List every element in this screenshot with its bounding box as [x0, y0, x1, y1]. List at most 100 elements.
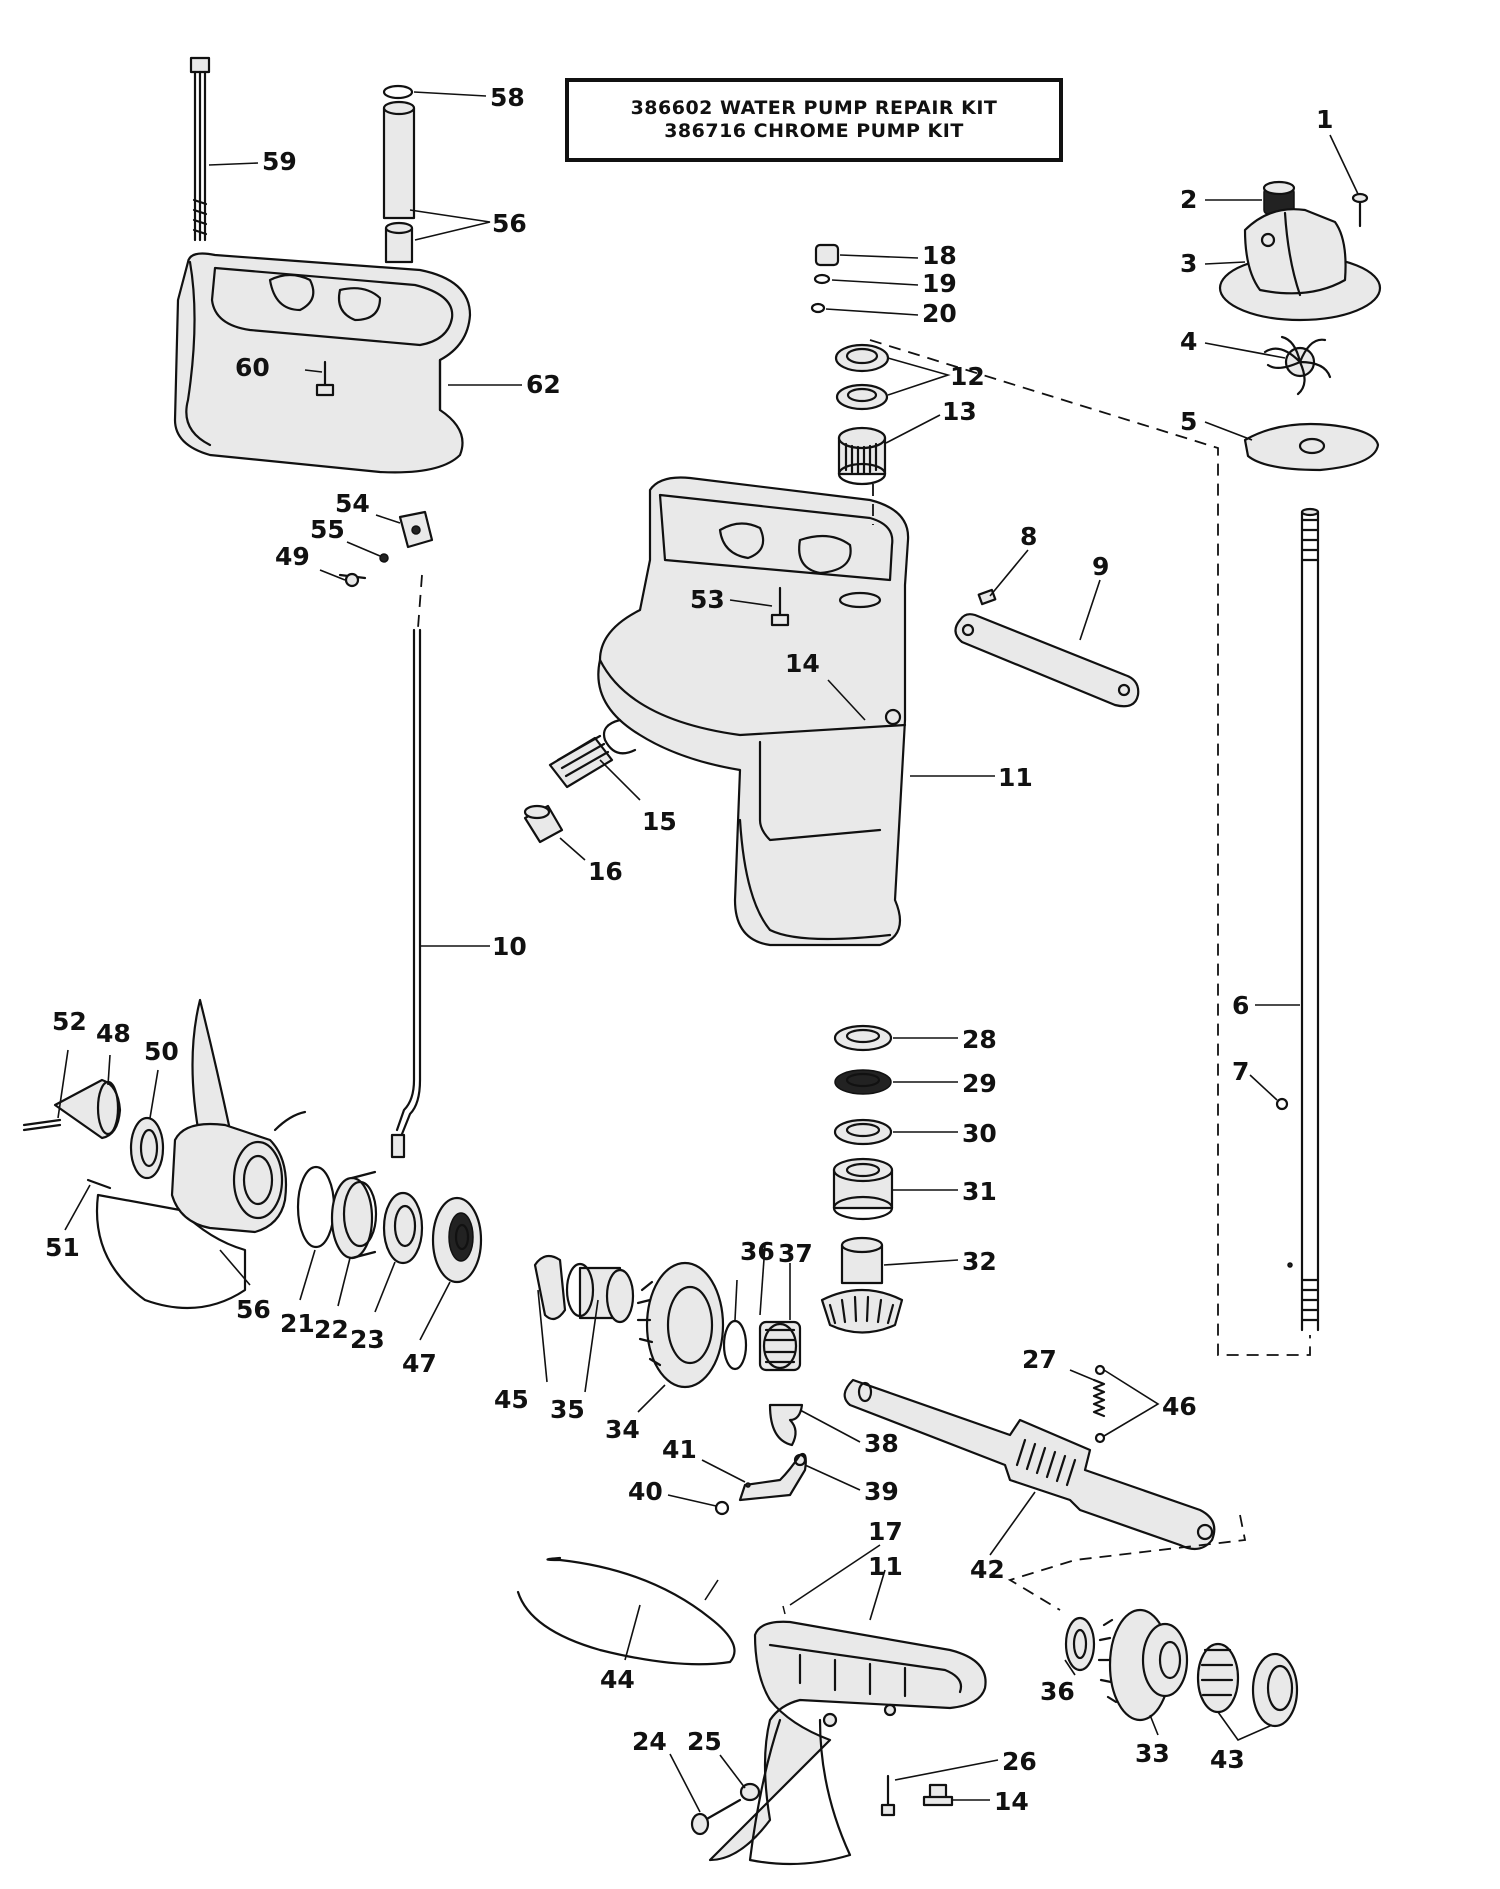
part-15-pin	[548, 734, 614, 789]
callout-47: 47	[402, 1349, 437, 1378]
part-1-screw	[1351, 192, 1369, 228]
part-9-link-bracket	[954, 613, 1140, 708]
callout-13: 13	[942, 397, 977, 426]
part-11-gearcase-housing	[597, 476, 910, 947]
leader-lines	[57, 91, 1359, 1813]
part-10-shift-rod-end	[390, 1133, 406, 1159]
part-40-pin	[714, 1500, 730, 1516]
callout-29: 29	[962, 1069, 997, 1098]
callout-7: 7	[1232, 1057, 1249, 1086]
part-7-pin	[1275, 1097, 1289, 1111]
part-14-plug-lower	[922, 1783, 954, 1807]
part-28-seal	[833, 1024, 893, 1052]
callout-55: 55	[310, 515, 345, 544]
part-53-screw	[770, 586, 790, 627]
callout-21: 21	[280, 1309, 315, 1338]
part-2-grommet	[1262, 180, 1296, 215]
part-58-water-tube	[382, 100, 416, 264]
part-10-shift-rod	[395, 628, 416, 1132]
callout-37: 37	[778, 1239, 813, 1268]
callout-9: 9	[1092, 552, 1109, 581]
callout-61: 59	[262, 147, 297, 176]
callout-28: 28	[962, 1025, 997, 1054]
callout-34: 34	[605, 1415, 640, 1444]
part-21-o-ring	[296, 1165, 336, 1249]
part-56-propeller	[95, 998, 307, 1310]
callout-15: 15	[642, 807, 677, 836]
callout-43: 43	[1210, 1745, 1245, 1774]
callout-11-lower: 11	[868, 1552, 903, 1581]
part-48-prop-nut	[53, 1078, 122, 1140]
callout-32: 32	[962, 1247, 997, 1276]
callout-14-upper: 14	[785, 649, 820, 678]
callout-25: 25	[687, 1727, 722, 1756]
callout-44: 44	[600, 1665, 635, 1694]
part-38-shift-cam	[768, 1403, 804, 1447]
callout-46: 46	[1162, 1392, 1197, 1421]
callout-26: 26	[1002, 1747, 1037, 1776]
callout-52: 52	[52, 1007, 87, 1036]
part-47-bearing	[431, 1196, 483, 1284]
part-36-thrust-washer	[722, 1319, 748, 1371]
dashed-line-driveshaft	[869, 339, 1311, 1356]
part-49-screw	[338, 572, 367, 588]
part-55-lockwasher	[379, 553, 389, 563]
callout-8: 8	[1020, 522, 1037, 551]
callout-1: 1	[1316, 105, 1333, 134]
callout-49: 49	[275, 542, 310, 571]
callout-10: 10	[492, 932, 527, 961]
part-26-screw	[880, 1774, 896, 1817]
part-23-seal	[382, 1191, 424, 1265]
part-3-pump-housing	[1218, 208, 1382, 322]
callout-33: 33	[1135, 1739, 1170, 1768]
callout-42: 42	[970, 1555, 1005, 1584]
callout-36-rear: 36	[1040, 1677, 1075, 1706]
callout-2: 2	[1180, 185, 1197, 214]
part-42-propeller-shaft	[843, 1378, 1216, 1551]
part-50-washer	[129, 1116, 165, 1180]
callout-17: 17	[868, 1517, 903, 1546]
part-36-thrust-washer-rear	[1064, 1616, 1096, 1672]
callout-60: 60	[235, 353, 270, 382]
part-52-cotter-pin	[22, 1118, 62, 1132]
callout-40: 40	[628, 1477, 663, 1506]
part-41-pin	[745, 1482, 751, 1488]
part-51-pin	[86, 1178, 112, 1190]
part-35-bushing	[565, 1262, 635, 1324]
part-12-seals	[834, 343, 890, 411]
kit-line-water-pump: 386602 WATER PUMP REPAIR KIT	[630, 97, 998, 119]
part-19-o-ring	[813, 273, 831, 285]
part-17-pin	[782, 1605, 786, 1615]
part-46-ball-upper	[1094, 1364, 1106, 1376]
callout-4: 4	[1180, 327, 1197, 356]
part-45-thrust-washer	[533, 1254, 567, 1321]
part-46-ball-lower	[1094, 1432, 1106, 1444]
part-30-washer	[833, 1118, 893, 1146]
dashed-line-gear	[1007, 1514, 1247, 1611]
callout-41: 41	[662, 1435, 697, 1464]
callout-48: 48	[96, 1019, 131, 1048]
callout-35: 35	[550, 1395, 585, 1424]
part-34-forward-gear	[636, 1261, 725, 1389]
callout-53: 53	[690, 585, 725, 614]
callout-23: 23	[350, 1325, 385, 1354]
kit-line-chrome-pump: 386716 CHROME PUMP KIT	[664, 120, 964, 142]
part-22-carrier	[330, 1170, 378, 1260]
kit-info-box: 386602 WATER PUMP REPAIR KIT 386716 CHRO…	[565, 78, 1063, 162]
part-39-shift-lever	[738, 1452, 807, 1502]
callout-6: 6	[1232, 991, 1249, 1020]
part-20-washer	[810, 302, 826, 314]
callout-14-lower: 14	[994, 1787, 1029, 1816]
part-59-o-ring	[382, 84, 414, 100]
callout-5: 5	[1180, 407, 1197, 436]
callout-11-upper: 11	[998, 763, 1033, 792]
callout-45: 45	[494, 1385, 529, 1414]
part-16-cap	[523, 804, 564, 844]
callout-50: 50	[144, 1037, 179, 1066]
callout-36-front: 36	[740, 1237, 775, 1266]
callout-19: 19	[922, 269, 957, 298]
part-44-seal-strip	[516, 1556, 736, 1666]
part-54-connector	[398, 510, 434, 549]
callout-18: 18	[922, 241, 957, 270]
